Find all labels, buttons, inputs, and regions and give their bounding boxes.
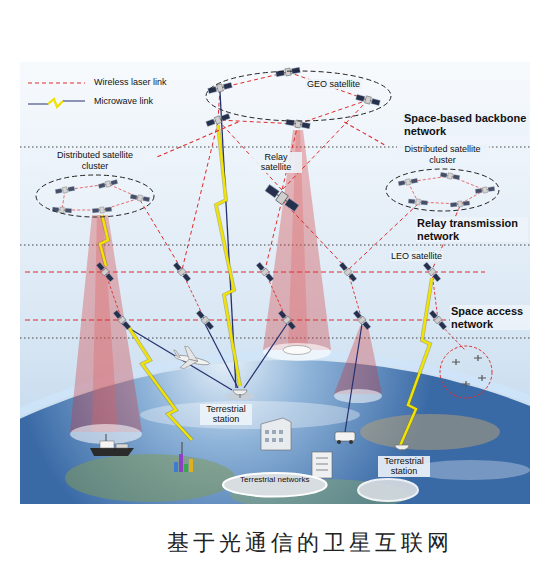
leo-satellite [113, 310, 132, 331]
laser-link [282, 200, 348, 270]
microwave-link [128, 326, 192, 440]
leo-satellite [278, 310, 297, 331]
node-label: Distributed satellite cluster [49, 150, 141, 172]
geo-satellite [286, 118, 311, 129]
land [65, 454, 235, 502]
beam [334, 326, 382, 394]
land [360, 414, 500, 450]
microwave-link [128, 326, 192, 440]
beam-spot [334, 389, 382, 403]
relay-satellite [264, 183, 300, 212]
station-dish [395, 445, 409, 453]
ground-link [345, 324, 362, 432]
caption: 基于光通信的卫星互联网 [140, 528, 480, 558]
legend-sample [28, 82, 85, 83]
layer-name: Space access network [450, 305, 530, 330]
leo-satellite [96, 262, 115, 283]
leo-satellite [353, 310, 372, 331]
airship [283, 346, 311, 355]
laser-link [282, 100, 368, 190]
beam [92, 215, 118, 432]
beam-spot [263, 343, 331, 361]
layer-name: Relay transmission network [416, 217, 528, 242]
microwave-link [100, 215, 108, 266]
satellite-label: Relay satellite [250, 152, 302, 173]
microwave-link [216, 125, 240, 386]
satellite-cluster: Distributed satellite cluster [35, 150, 155, 218]
legend-text: Microwave link [94, 96, 153, 106]
leo-satellite [196, 310, 215, 331]
leo-satellite [429, 310, 448, 331]
laser-link [140, 200, 182, 270]
scene [20, 62, 530, 504]
beam-spot [70, 424, 142, 444]
leo-satellite [339, 262, 358, 283]
laser-link [218, 72, 368, 124]
node-ellipse [223, 473, 327, 497]
station-label: Terrestrial station [200, 404, 252, 425]
node-ellipse [206, 71, 391, 121]
network-pad: Terrestrial networks [222, 472, 328, 498]
node-ellipse [386, 169, 499, 211]
ship [90, 434, 134, 456]
microwave-link [400, 278, 432, 446]
node-label: Distributed satellite cluster [397, 144, 489, 166]
station-dish [226, 390, 254, 400]
ground-link [122, 324, 232, 390]
leo-satellite [173, 262, 192, 283]
building [261, 418, 291, 450]
node-outline [205, 70, 392, 122]
legend-sample [48, 99, 63, 107]
legend-sample [28, 99, 85, 107]
orbit-ring: GEO satellite [205, 70, 392, 122]
leo-satellite [256, 262, 275, 283]
laser-link [25, 272, 485, 273]
leo-satellite [423, 262, 442, 283]
station-label: Terrestrial station [378, 456, 430, 477]
airplane [170, 344, 212, 373]
microwave-link [216, 125, 240, 386]
laser-link [182, 122, 218, 270]
sky [20, 62, 530, 504]
vehicle [335, 432, 355, 444]
laser-link [155, 122, 238, 158]
network-pad [358, 479, 418, 501]
laser-link [25, 320, 450, 321]
node-label: GEO satellite [305, 79, 362, 89]
microwave-link [100, 215, 108, 266]
node-label: Terrestrial networks [222, 476, 328, 485]
beam [70, 215, 142, 432]
tower [174, 442, 193, 472]
geo-satellite [355, 93, 380, 106]
uav-group [440, 346, 492, 398]
node-outline [385, 168, 500, 212]
legend-text: Wireless laser link [94, 77, 167, 87]
laser-link [265, 200, 282, 270]
geo-satellite [205, 113, 230, 128]
ground-link [244, 324, 287, 388]
node-ellipse [36, 175, 154, 217]
laser-link [344, 122, 385, 145]
satellite-cluster: Distributed satellite cluster [385, 144, 500, 212]
node-outline [35, 174, 155, 218]
microwave-link [400, 278, 432, 446]
layer-name: Space-based backbone network [403, 112, 528, 137]
building [312, 452, 332, 478]
satellite-label: LEO satellite [390, 251, 443, 261]
